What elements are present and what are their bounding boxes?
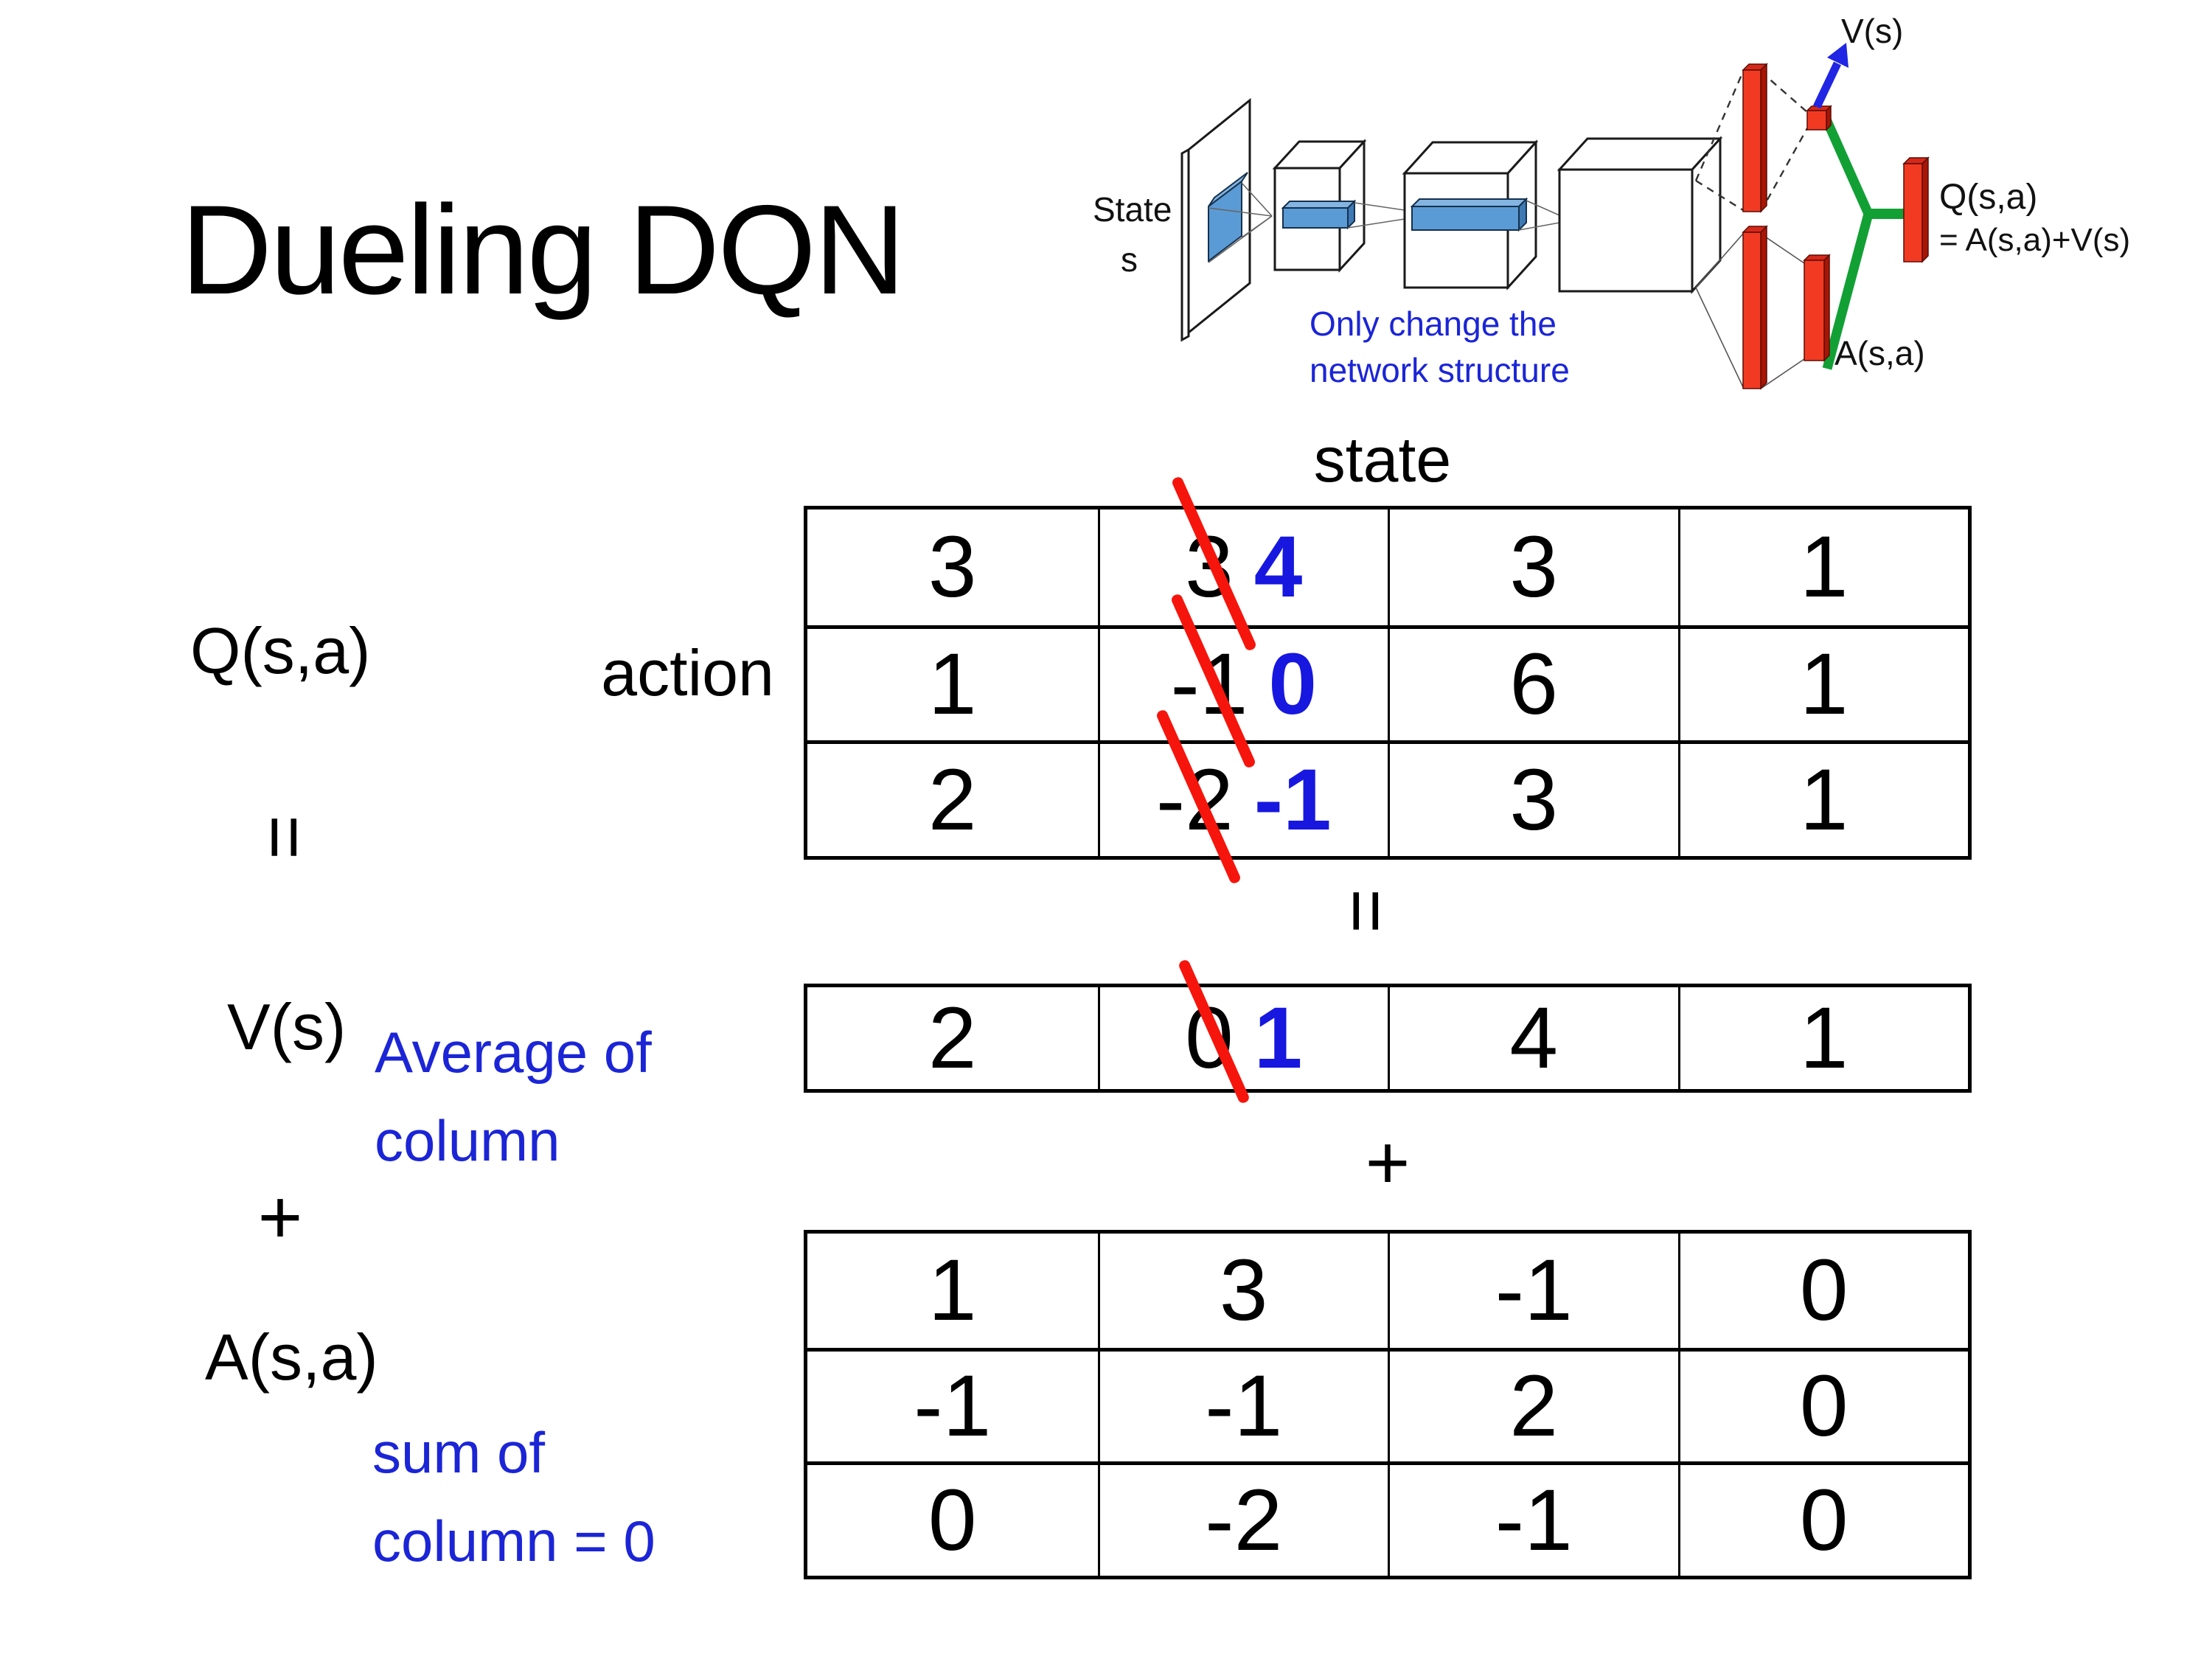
a-cell: -1 (807, 1347, 1098, 1462)
q-value-table: 3 3 4 3 1 1 -1 0 6 1 2 -2 -1 3 1 (804, 476, 1972, 886)
diagram-state-label-line2: s (1121, 240, 1138, 279)
dueling-network-diagram: State s V(s) Q(s,a) = A(s,a)+V(s) A(s,a)… (1093, 12, 2130, 390)
equals-sign-center: = (1323, 888, 1409, 933)
page-title: Dueling DQN (181, 179, 905, 321)
advantage-stream-lines (1695, 233, 1805, 389)
plus-sign-left: + (257, 1175, 303, 1260)
a-cell: 3 (1097, 1234, 1388, 1348)
q-matrix-label: Q(s,a) (190, 614, 371, 687)
advantage-vector-bar (1803, 254, 1831, 362)
a-cell: 0 (1677, 1461, 1968, 1576)
q-cell: 1 (1677, 509, 1969, 625)
action-row-label: action (601, 636, 774, 709)
q-cell: 1 (807, 625, 1098, 741)
conv-fan-lines-2 (1347, 202, 1405, 229)
advantage-table: 1 3 -1 0 -1 -1 2 0 0 -2 -1 0 (804, 1230, 1972, 1579)
conv-filter-patch (1208, 172, 1248, 263)
a-cell: -1 (1388, 1234, 1678, 1348)
q-cell: 1 (1677, 740, 1968, 856)
equals-sign-left: = (241, 815, 327, 860)
sum-note-line1: sum of (372, 1420, 546, 1485)
v-cell-corrected: 0 1 (1097, 959, 1388, 1105)
feature-map-1 (1281, 199, 1357, 230)
conv-fan-lines-3 (1518, 200, 1560, 231)
a-cell: -1 (1097, 1347, 1388, 1462)
sum-note-line2: column = 0 (372, 1509, 655, 1573)
v-cell: 2 (928, 990, 977, 1087)
v-matrix-label: V(s) (227, 990, 347, 1063)
q-output-bar (1902, 156, 1930, 263)
plus-sign-center: + (1365, 1120, 1411, 1206)
q-cell-corrected: 3 4 (1097, 476, 1388, 653)
q-cell: 3 (1388, 740, 1678, 856)
q-cell: 1 (1677, 625, 1968, 741)
value-stream-dashed-lines (1694, 71, 1809, 212)
q-cell: 2 (807, 740, 1098, 856)
v-cell: 4 (1388, 987, 1678, 1089)
q-cell: 3 (1388, 509, 1678, 625)
a-matrix-label: A(s,a) (205, 1321, 378, 1394)
diagram-q-output-label: Q(s,a) (1939, 178, 2037, 217)
q-cell: 6 (1388, 625, 1678, 741)
diagram-note-line2: network structure (1310, 351, 1570, 389)
a-cell: -2 (1097, 1461, 1388, 1576)
a-cell: 1 (928, 1242, 977, 1340)
average-note-line1: Average of (375, 1020, 652, 1085)
fc-bar-advantage-stream (1742, 225, 1768, 390)
a-cell: 0 (1677, 1234, 1969, 1348)
v-cell: 1 (1677, 987, 1969, 1089)
fc-bar-value-stream (1742, 63, 1768, 213)
merge-green-connector (1822, 117, 1904, 370)
diagram-state-label-line1: State (1093, 190, 1172, 229)
diagram-a-output-label: A(s,a) (1834, 334, 1925, 372)
a-cell: 0 (1677, 1347, 1968, 1462)
diagram-v-output-label: V(s) (1841, 12, 1903, 50)
state-header-label: state (1313, 425, 1452, 495)
a-cell: -1 (1388, 1461, 1678, 1576)
average-note-line2: column (375, 1108, 560, 1173)
v-output-arrow (1813, 43, 1848, 109)
a-cell: 0 (807, 1461, 1098, 1576)
diagram-q-output-formula: = A(s,a)+V(s) (1939, 222, 2130, 258)
a-cell: 2 (1388, 1347, 1678, 1462)
feature-map-2 (1410, 197, 1528, 232)
v-scalar-node (1806, 105, 1832, 131)
diagram-note-line1: Only change the (1310, 305, 1557, 343)
conv-layer-box-3 (1557, 136, 1723, 294)
v-value-table: 2 0 1 4 1 (804, 959, 1972, 1105)
q-cell: 3 (928, 518, 977, 616)
conv-fan-lines-1 (1208, 182, 1273, 263)
q-cell-corrected: -1 0 (1097, 593, 1388, 770)
